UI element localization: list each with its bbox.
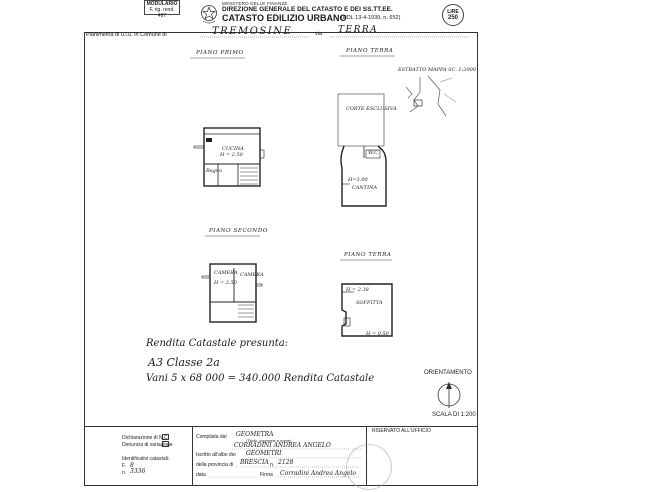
data-label: data	[196, 472, 206, 478]
f-label: F.	[122, 463, 126, 469]
via-value: TERRA	[338, 25, 379, 35]
scale-label: SCALA DI 1:200	[432, 412, 476, 418]
lire-label: LIRE	[447, 9, 459, 15]
via-underline	[330, 36, 470, 38]
n-value: 3336	[130, 468, 146, 475]
floor-label-terra-top: PIANO TERRA	[346, 48, 394, 54]
plan-piano-terra-top	[337, 93, 387, 207]
republic-emblem-icon	[201, 5, 217, 24]
compilata-label: Compilata dal	[196, 434, 227, 440]
floor-label-primo: PIANO PRIMO	[196, 50, 244, 56]
dichiarazione-label: Dichiarazione di N.C.	[122, 435, 169, 441]
primo-underline	[190, 57, 245, 59]
terra-top-wc: W.C.	[368, 150, 380, 156]
secondo-underline	[205, 235, 260, 237]
identificativi-label: Identificativi catastali:	[122, 456, 170, 462]
denuncia-checkbox	[162, 441, 169, 447]
terra-bottom-room: SOFFITTA	[356, 300, 383, 306]
compiler-name: CORRADINI ANDREA ANGELO	[234, 442, 331, 449]
provincia-label: della provincia di	[196, 462, 234, 468]
primo-bagno: Bagno	[206, 168, 223, 174]
orientation-label: ORIENTAMENTO	[424, 370, 472, 376]
plan-piano-secondo	[201, 263, 263, 323]
plan-piano-terra-bottom	[341, 283, 393, 337]
compilata-note: (Titolo, cognome e nome)	[246, 438, 292, 443]
dichiarazione-checkbox	[162, 434, 169, 440]
comune-value: TREMOSINE	[212, 26, 293, 37]
primo-height: H = 2.50	[220, 152, 243, 158]
firma-signature: Corradini Andrea Angelo	[280, 470, 357, 477]
planimetria-label: Planimetria di u.i.u. in Comune di	[86, 32, 167, 38]
denuncia-label: Denuncia di variazione	[122, 442, 173, 448]
catasto-title: CATASTO EDILIZIO URBANO	[222, 13, 347, 23]
terra-top-height: H=3.00	[348, 177, 368, 183]
floor-label-secondo: PIANO SECONDO	[209, 228, 268, 234]
iscritto-label: Iscritto all'albo dei	[196, 452, 236, 458]
footer-dotted-lines	[208, 448, 362, 478]
n-label: n.	[122, 470, 127, 476]
secondo-height: H = 2.50	[214, 280, 237, 286]
direzione-label: DIREZIONE GENERALE DEL CATASTO E DEI SS.…	[222, 6, 393, 13]
modulo-code: F. rig. rend. 497	[149, 7, 175, 19]
provincia-value: BRESCIA	[240, 459, 269, 466]
floor-label-terra-bottom: PIANO TERRA	[344, 252, 392, 258]
plan-piano-primo	[193, 127, 265, 187]
map-extract-sketch	[405, 75, 457, 117]
lire-value: 250	[447, 15, 458, 21]
note-classe: A3 Classe 2a	[148, 356, 220, 369]
modulo-box: MODULARIO F. rig. rend. 497	[144, 0, 180, 19]
iscritto-value: GEOMETRI	[246, 450, 282, 457]
terra-bottom-height-top: H = 2.38	[346, 287, 369, 293]
firma-label: Firma	[260, 472, 273, 478]
catasto-ref: (RDL 13-4-1939, n. 652)	[341, 15, 401, 21]
via-label: via	[315, 31, 323, 37]
lire-stamp: LIRE 250	[442, 4, 464, 26]
secondo-room2: CAMERA	[240, 272, 264, 278]
riservato-label: RISERVATO ALL'UFFICIO	[372, 428, 431, 434]
ministry-label: MINISTERO DELLE FINANZE	[222, 1, 288, 6]
comune-underline	[200, 36, 310, 38]
terra-top-corte: CORTE ESCLUSIVA	[346, 106, 397, 112]
terra-top-room: CANTINA	[352, 185, 378, 191]
numero-label: n.	[270, 462, 275, 468]
footer-table	[84, 426, 478, 486]
note-rendita-presunta: Rendita Catastale presunta:	[146, 338, 289, 349]
compass-icon	[437, 382, 461, 408]
sheet-border	[84, 32, 478, 486]
secondo-room1: CAMERA	[214, 270, 238, 276]
terra-bottom-height-bottom: H = 0.50	[366, 331, 389, 337]
compilata-value: GEOMETRA	[236, 431, 274, 438]
f-value: 8	[130, 462, 134, 469]
terra-top-underline	[340, 55, 395, 57]
note-vani: Vani 5 x 68 000 = 340.000 Rendita Catast…	[146, 373, 375, 384]
footer-divider-1	[192, 426, 193, 486]
modulo-label: MODULARIO	[146, 1, 178, 7]
numero-value: 2128	[278, 459, 294, 466]
primo-room: CUCINA	[222, 146, 244, 152]
estratto-mappa-note: ESTRATTO MAPPA SC. 1:2000	[398, 67, 477, 73]
terra-bottom-underline	[340, 259, 392, 261]
